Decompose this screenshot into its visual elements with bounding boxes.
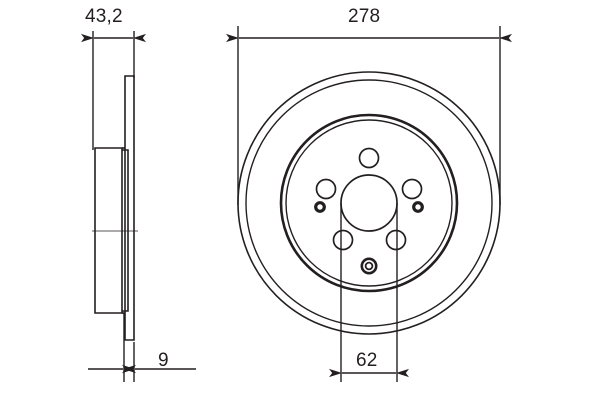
disc-ring-section — [124, 75, 135, 341]
disc-outer-edge — [237, 71, 501, 335]
dimension-overall-height — [81, 31, 146, 150]
dimension-thickness — [88, 313, 196, 382]
dimension-outer-diameter — [226, 26, 512, 205]
front-face-view — [237, 71, 501, 335]
locating-pin-hole-outer — [360, 257, 378, 275]
center-bore — [340, 174, 398, 232]
side-section-view — [92, 75, 138, 341]
dimension-label-thickness: 9 — [158, 350, 169, 371]
dimension-label-overall-height: 43,2 — [85, 6, 123, 27]
dimension-center-bore — [329, 203, 409, 382]
dimension-label-center-bore: 62 — [356, 350, 378, 371]
dimension-label-outer-diameter: 278 — [348, 6, 381, 27]
bolt-hole — [401, 178, 423, 200]
braking-surface-edge — [245, 79, 493, 327]
small-threaded-hole — [314, 201, 326, 213]
bolt-hole — [385, 229, 407, 251]
locating-pin-hole-inner — [364, 261, 374, 271]
small-threaded-hole — [412, 201, 424, 213]
hub-hat-inner-ring — [285, 119, 453, 287]
hub-hat-outer-ring — [279, 113, 459, 293]
bolt-hole — [332, 229, 354, 251]
bolt-hole — [358, 147, 380, 169]
bolt-hole — [315, 178, 337, 200]
